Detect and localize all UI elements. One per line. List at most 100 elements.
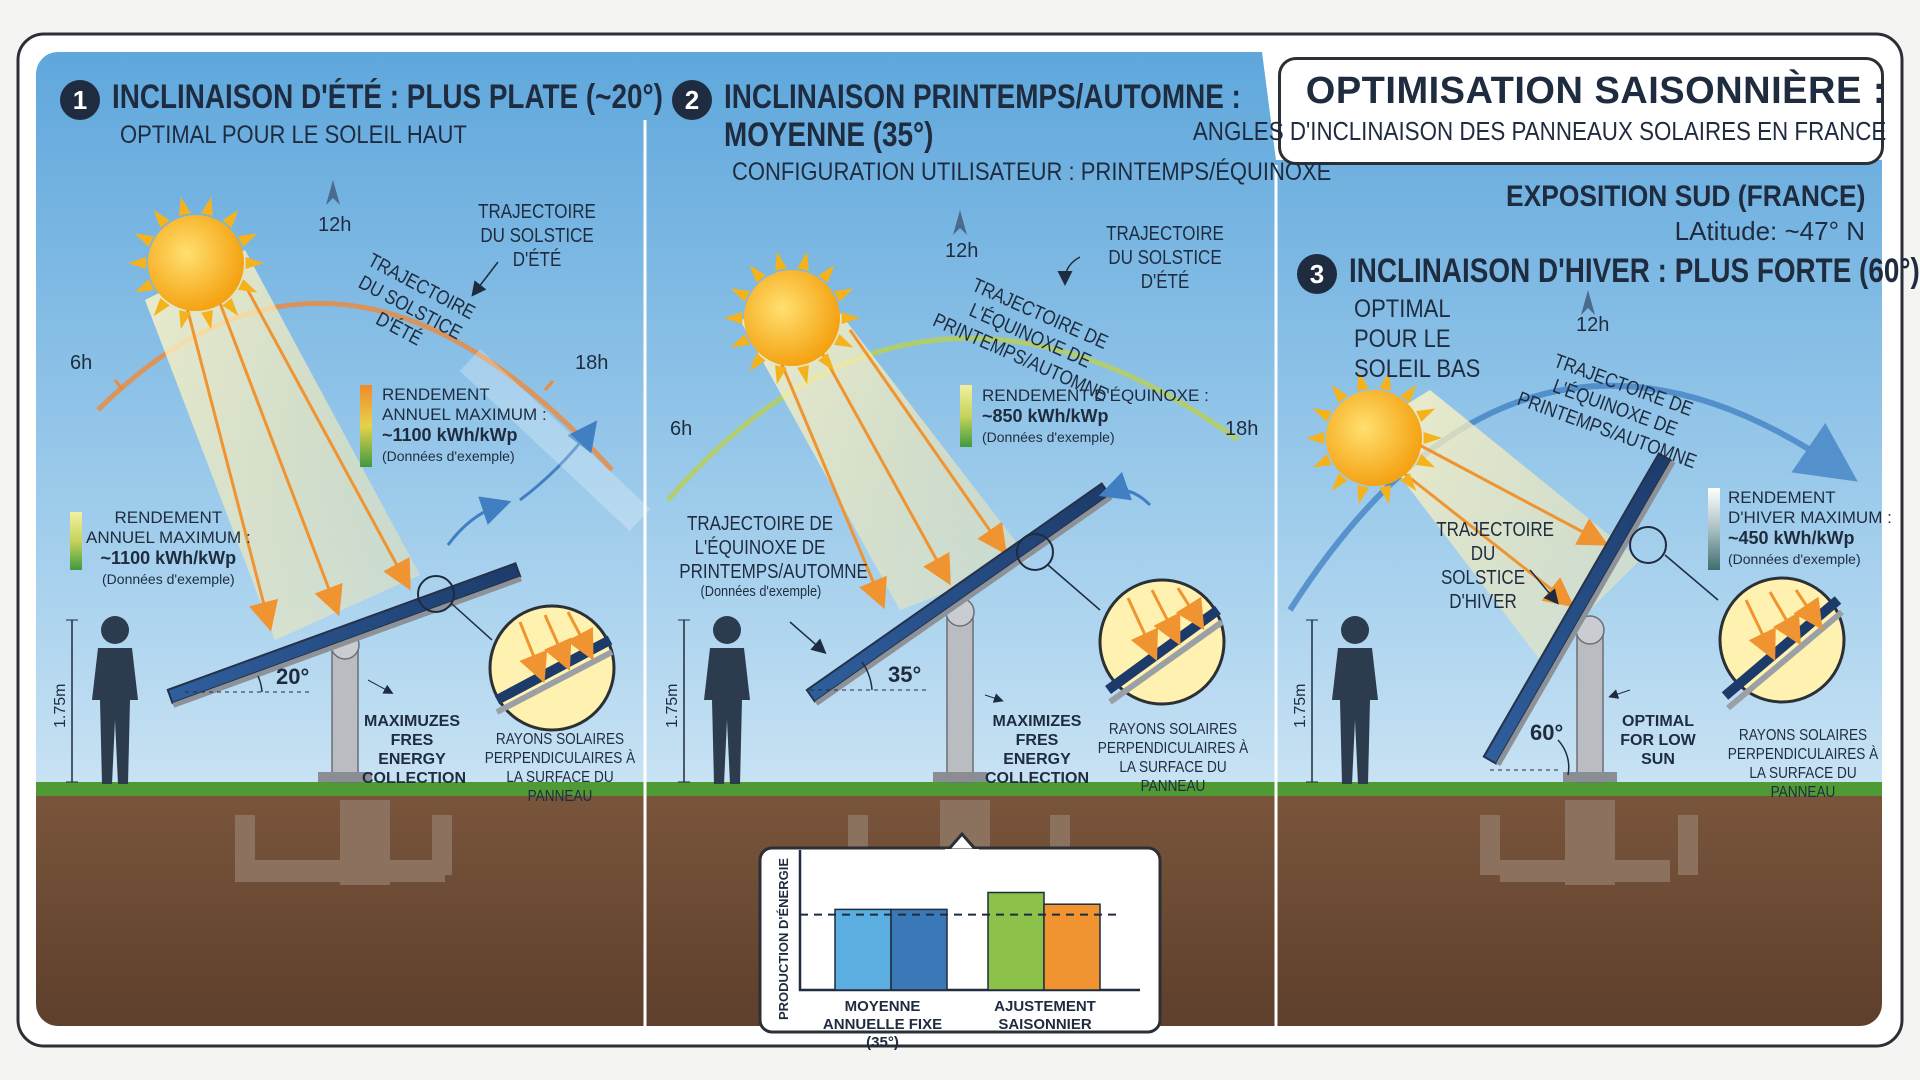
sun-ray (134, 279, 154, 293)
chart-bar (890, 908, 948, 991)
person-icon (704, 616, 750, 784)
sun-ray (797, 251, 809, 271)
sun-ray (1416, 454, 1436, 468)
magnifier-detail (1718, 576, 1846, 711)
sun-ray (841, 312, 860, 324)
sun-ray (1379, 371, 1391, 391)
tilt-angle: 35° (888, 662, 922, 687)
arc-label: TRAJECTOIRE DU SOLSTICE D'ÉTÉ (478, 201, 596, 271)
step-2-heading: 2 INCLINAISON PRINTEMPS/AUTOMNE : MOYENN… (672, 78, 1354, 154)
tilt-angle: 20° (276, 664, 310, 689)
sun-ray (730, 288, 750, 302)
sun-ray (1331, 473, 1348, 492)
sun-ray (818, 264, 835, 283)
hour-label: 6h (670, 418, 693, 440)
sun-ray (775, 365, 787, 385)
sun-ray (1357, 485, 1369, 505)
side-note: (Données d'exemple) (700, 583, 822, 600)
step-title: INCLINAISON D'HIVER : PLUS FORTE (60°) (1349, 252, 1920, 290)
sun-ray (834, 288, 854, 302)
caption: MAXIMUZES FRES ENERGY COLLECTION (362, 713, 466, 787)
step-1-heading: 1 INCLINAISON D'ÉTÉ : PLUS PLATE (~20°) (60, 78, 784, 120)
sun-ray (1331, 384, 1348, 403)
tilt-angle: 60° (1530, 720, 1564, 745)
sun-icon (724, 251, 860, 385)
step-subtitle: OPTIMAL POUR LE SOLEIL BAS (1354, 295, 1481, 383)
yield-legend-equinox: RENDEMENT D'ÉQUINOXE : ~850 kWh/kWp (Don… (982, 386, 1209, 445)
sun-ray (238, 279, 258, 293)
sun-ray (222, 298, 239, 317)
step-title-line2: MOYENNE (35°) (724, 116, 934, 154)
step-number: 1 (60, 80, 100, 120)
height-label: 1.75m (52, 683, 69, 728)
exposure-title: EXPOSITION SUD (FRANCE) (1505, 180, 1865, 213)
magnifier-detail (1098, 578, 1226, 706)
sun-icon (1306, 371, 1442, 505)
sun-icon (128, 196, 264, 330)
sun-ray (834, 334, 854, 348)
page-title: OPTIMISATION SAISONNIÈRE : (1305, 70, 1886, 112)
page-subtitle: ANGLES D'INCLINAISON DES PANNEAUX SOLAIR… (1192, 116, 1886, 146)
sun-ray (201, 196, 213, 216)
caption: MAXIMIZES FRES ENERGY COLLECTION (985, 713, 1089, 787)
step-number: 2 (672, 80, 712, 120)
sun-ray (201, 310, 213, 330)
side-label: TRAJECTOIRE DU SOLSTICE D'HIVER (1436, 519, 1555, 613)
sun-ray (1423, 432, 1442, 444)
sun-ray (222, 209, 239, 228)
solar-panel-winter (1482, 452, 1676, 767)
solar-panel-summer (166, 562, 522, 708)
rays-label: RAYONS SOLAIRES PERPENDICULAIRES À LA SU… (1097, 721, 1249, 795)
header-box (1278, 57, 1884, 165)
caption: OPTIMAL FOR LOW SUN (1620, 713, 1696, 768)
sun-ray (179, 196, 191, 216)
sun-ray (245, 257, 264, 269)
chart-category-label: MOYENNE ANNUELLE FIXE (35°) (822, 998, 943, 1051)
sun-ray (1357, 371, 1369, 391)
step-title: INCLINAISON PRINTEMPS/AUTOMNE : (724, 78, 1241, 116)
sun-ray (1312, 408, 1332, 422)
sun-ray (153, 209, 170, 228)
hour-label: 12h (945, 240, 979, 262)
sun-ray (153, 298, 170, 317)
person-icon (1332, 616, 1378, 784)
hour-label: 18h (575, 352, 609, 374)
sun-ray (1312, 454, 1332, 468)
yield-legend-winter: RENDEMENT D'HIVER MAXIMUM : ~450 kWh/kWp… (1728, 488, 1892, 567)
magnifier-detail (488, 604, 616, 732)
sun-ray (1416, 408, 1436, 422)
sun-ray (730, 334, 750, 348)
sun-ray (749, 353, 766, 372)
sun-ray (818, 353, 835, 372)
chart-category-label: AJUSTEMENT SAISONNIER (994, 998, 1096, 1033)
side-label: TRAJECTOIRE DE L'ÉQUINOXE DE PRINTEMPS/A… (679, 513, 868, 583)
sun-ray (749, 264, 766, 283)
exposure-latitude: LAtitude: ~47° N (1674, 216, 1865, 246)
height-label: 1.75m (1292, 683, 1309, 728)
chart-bar (1043, 903, 1101, 991)
chart-bar (987, 891, 1045, 991)
sun-ray (1379, 485, 1391, 505)
step-3-heading: 3 INCLINAISON D'HIVER : PLUS FORTE (60°) (1297, 252, 1920, 294)
sun-ray (797, 365, 809, 385)
sun-ray (128, 257, 147, 269)
arc-label: TRAJECTOIRE DU SOLSTICE D'ÉTÉ (1106, 223, 1224, 293)
step-number: 3 (1297, 254, 1337, 294)
yield-legend-right: RENDEMENT ANNUEL MAXIMUM : ~1100 kWh/kWp… (382, 385, 547, 464)
chart-bar (834, 908, 892, 991)
rays-label: RAYONS SOLAIRES PERPENDICULAIRES À LA SU… (484, 731, 636, 805)
sun-ray (775, 251, 787, 271)
hour-label: 12h (318, 214, 352, 236)
sun-ray (724, 312, 743, 324)
step-subtitle: CONFIGURATION UTILISATEUR : PRINTEMPS/ÉQ… (732, 158, 1332, 186)
sun-ray (1400, 384, 1417, 403)
energy-bar-chart (798, 850, 1140, 992)
height-label: 1.75m (664, 683, 681, 728)
hour-label: 12h (1576, 314, 1610, 336)
step-title: INCLINAISON D'ÉTÉ : PLUS PLATE (~20°) (112, 78, 663, 116)
hour-label: 6h (70, 352, 93, 374)
person-icon (92, 616, 138, 784)
hour-label: 18h (1225, 418, 1259, 440)
